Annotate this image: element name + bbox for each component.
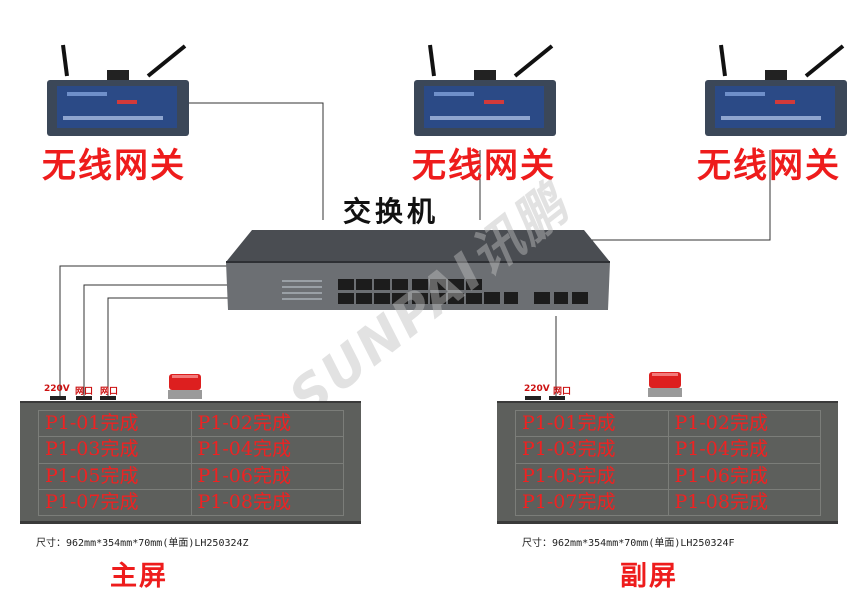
- main-cell: P1-08完成: [190, 488, 344, 517]
- main-cell: P1-07完成: [38, 488, 192, 517]
- sub-screen-panel: P1-01完成 P1-02完成 P1-03完成 P1-04完成 P1-05完成 …: [497, 401, 838, 524]
- sub-screen-spec: 尺寸：962mm*354mm*70mm(单面)LH250324F: [522, 538, 735, 549]
- main-port-label-net2: 网口: [100, 387, 119, 397]
- gateway-device-2: [414, 44, 556, 136]
- line-switch-main-power: [59, 265, 228, 396]
- main-screen-connectors: [50, 396, 116, 400]
- main-cell: P1-01完成: [38, 409, 192, 438]
- main-cell: P1-05完成: [38, 462, 192, 490]
- gateway-label-2: 无线网关: [412, 146, 556, 186]
- network-switch: [226, 230, 610, 310]
- sub-cell: P1-07完成: [515, 488, 669, 517]
- sub-screen-connectors: [525, 396, 565, 400]
- line-switch-main-net1: [83, 284, 232, 396]
- main-screen-title: 主屏: [110, 561, 168, 592]
- main-screen-panel: P1-01完成 P1-02完成 P1-03完成 P1-04完成 P1-05完成 …: [20, 401, 361, 524]
- main-cell: P1-03完成: [38, 436, 192, 464]
- sub-port-label-net: 网口: [553, 387, 572, 397]
- main-cell: P1-02完成: [190, 409, 344, 438]
- gateway-label-1: 无线网关: [42, 146, 186, 186]
- sub-cell: P1-02完成: [667, 409, 821, 438]
- sub-cell: P1-04完成: [667, 436, 821, 464]
- sub-screen-grid: P1-01完成 P1-02完成 P1-03完成 P1-04完成 P1-05完成 …: [515, 409, 821, 517]
- main-screen-grid: P1-01完成 P1-02完成 P1-03完成 P1-04完成 P1-05完成 …: [38, 409, 344, 517]
- gateway-label-3: 无线网关: [697, 146, 841, 186]
- sub-alarm-light-icon: [648, 372, 682, 397]
- main-alarm-light-icon: [168, 374, 202, 399]
- gateway-device-1: [47, 44, 189, 136]
- sub-cell: P1-08完成: [667, 488, 821, 517]
- sub-cell: P1-01完成: [515, 409, 669, 438]
- sub-cell: P1-05完成: [515, 462, 669, 490]
- line-gateway3-switch: [573, 150, 771, 241]
- main-cell: P1-06完成: [190, 462, 344, 490]
- main-cell: P1-04完成: [190, 436, 344, 464]
- main-port-label-net1: 网口: [75, 387, 94, 397]
- switch-label: 交换机: [343, 195, 440, 228]
- line-gateway1-switch: [150, 102, 324, 220]
- main-screen-spec: 尺寸：962mm*354mm*70mm(单面)LH250324Z: [36, 538, 249, 549]
- sub-port-label-power: 220V: [524, 384, 550, 394]
- sub-cell: P1-03完成: [515, 436, 669, 464]
- gateway-device-3: [705, 44, 847, 136]
- sub-screen-title: 副屏: [620, 561, 678, 592]
- sub-cell: P1-06完成: [667, 462, 821, 490]
- main-port-label-power: 220V: [44, 384, 70, 394]
- line-switch-main-net2: [107, 297, 240, 396]
